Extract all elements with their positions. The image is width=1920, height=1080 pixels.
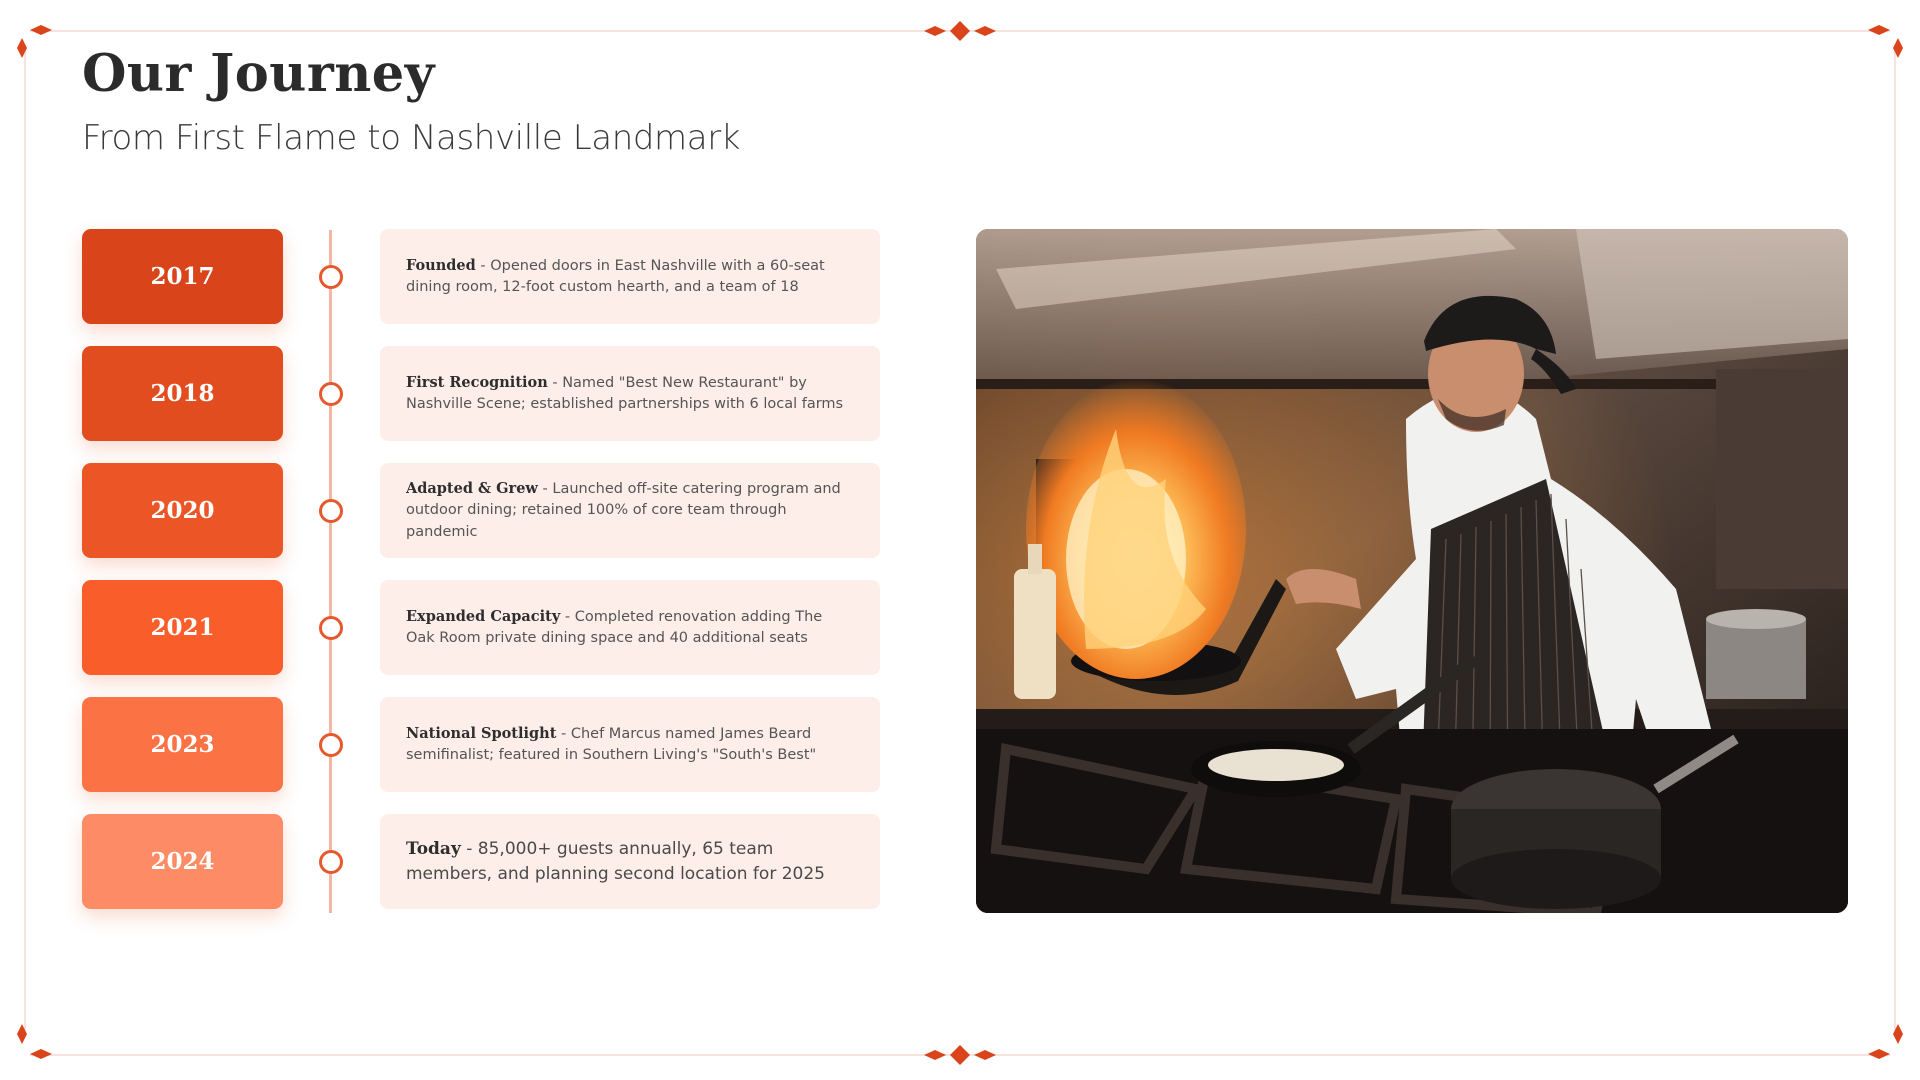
- center-ornament-icon: [924, 1045, 996, 1065]
- page-title: Our Journey: [82, 44, 435, 104]
- timeline-card-description: Launched off-site catering program and o…: [406, 481, 841, 540]
- corner-ornament-icon: [17, 1024, 27, 1044]
- page-subtitle: From First Flame to Nashville Landmark: [82, 118, 741, 158]
- year-badge-2020: 2020: [82, 463, 283, 558]
- year-badge-2023: 2023: [82, 697, 283, 792]
- chef-flambe-photo: [976, 229, 1848, 913]
- timeline-card-description: Completed renovation adding The Oak Room…: [406, 608, 823, 646]
- timeline-card-text: Expanded Capacity - Completed renovation…: [406, 607, 823, 646]
- timeline-card: National Spotlight - Chef Marcus named J…: [380, 697, 880, 792]
- corner-ornament-icon: [1893, 1024, 1903, 1044]
- frame-left-border: [24, 50, 26, 1030]
- corner-ornament-icon: [1868, 1049, 1890, 1059]
- corner-ornament-icon: [1868, 25, 1890, 35]
- timeline-card-text: First Recognition - Named "Best New Rest…: [406, 373, 844, 412]
- timeline-card-description: Opened doors in East Nashville with a 60…: [406, 257, 825, 295]
- timeline-card: Expanded Capacity - Completed renovation…: [380, 580, 880, 675]
- year-badge-2017: 2017: [82, 229, 283, 324]
- corner-ornament-icon: [30, 25, 52, 35]
- corner-ornament-icon: [17, 38, 27, 58]
- timeline-line: [329, 230, 332, 913]
- timeline-dot: [319, 616, 343, 640]
- timeline-card-text: Today - 85,000+ guests annually, 65 team…: [406, 838, 825, 884]
- timeline-card: Adapted & Grew - Launched off-site cater…: [380, 463, 880, 558]
- corner-ornament-icon: [1893, 38, 1903, 58]
- timeline-card: Founded - Opened doors in East Nashville…: [380, 229, 880, 324]
- timeline-card-heading: National Spotlight: [406, 724, 557, 742]
- timeline-card-heading: Adapted & Grew: [406, 480, 538, 498]
- timeline-dot: [319, 850, 343, 874]
- year-badge-2021: 2021: [82, 580, 283, 675]
- timeline-card: Today - 85,000+ guests annually, 65 team…: [380, 814, 880, 909]
- timeline-card: First Recognition - Named "Best New Rest…: [380, 346, 880, 441]
- timeline-card-text: National Spotlight - Chef Marcus named J…: [406, 724, 817, 763]
- chef-photo-illustration: [976, 229, 1848, 913]
- timeline-dot: [319, 499, 343, 523]
- timeline-card-text: Adapted & Grew - Launched off-site cater…: [406, 480, 841, 540]
- timeline-card-text: Founded - Opened doors in East Nashville…: [406, 256, 825, 295]
- frame-right-border: [1894, 50, 1896, 1030]
- center-ornament-icon: [924, 21, 996, 41]
- timeline-dot: [319, 733, 343, 757]
- timeline-card-heading: Expanded Capacity: [406, 607, 561, 625]
- timeline-card-heading: Founded: [406, 256, 476, 274]
- timeline-card-description: Chef Marcus named James Beard semifinali…: [406, 725, 817, 763]
- corner-ornament-icon: [30, 1049, 52, 1059]
- timeline-card-heading: First Recognition: [406, 373, 548, 391]
- timeline-dot: [319, 382, 343, 406]
- year-badge-2018: 2018: [82, 346, 283, 441]
- year-badge-2024: 2024: [82, 814, 283, 909]
- timeline-dot: [319, 265, 343, 289]
- timeline-card-description: Named "Best New Restaurant" by Nashville…: [406, 374, 844, 412]
- timeline-card-description: 85,000+ guests annually, 65 team members…: [406, 838, 825, 884]
- timeline-card-heading: Today: [406, 838, 461, 859]
